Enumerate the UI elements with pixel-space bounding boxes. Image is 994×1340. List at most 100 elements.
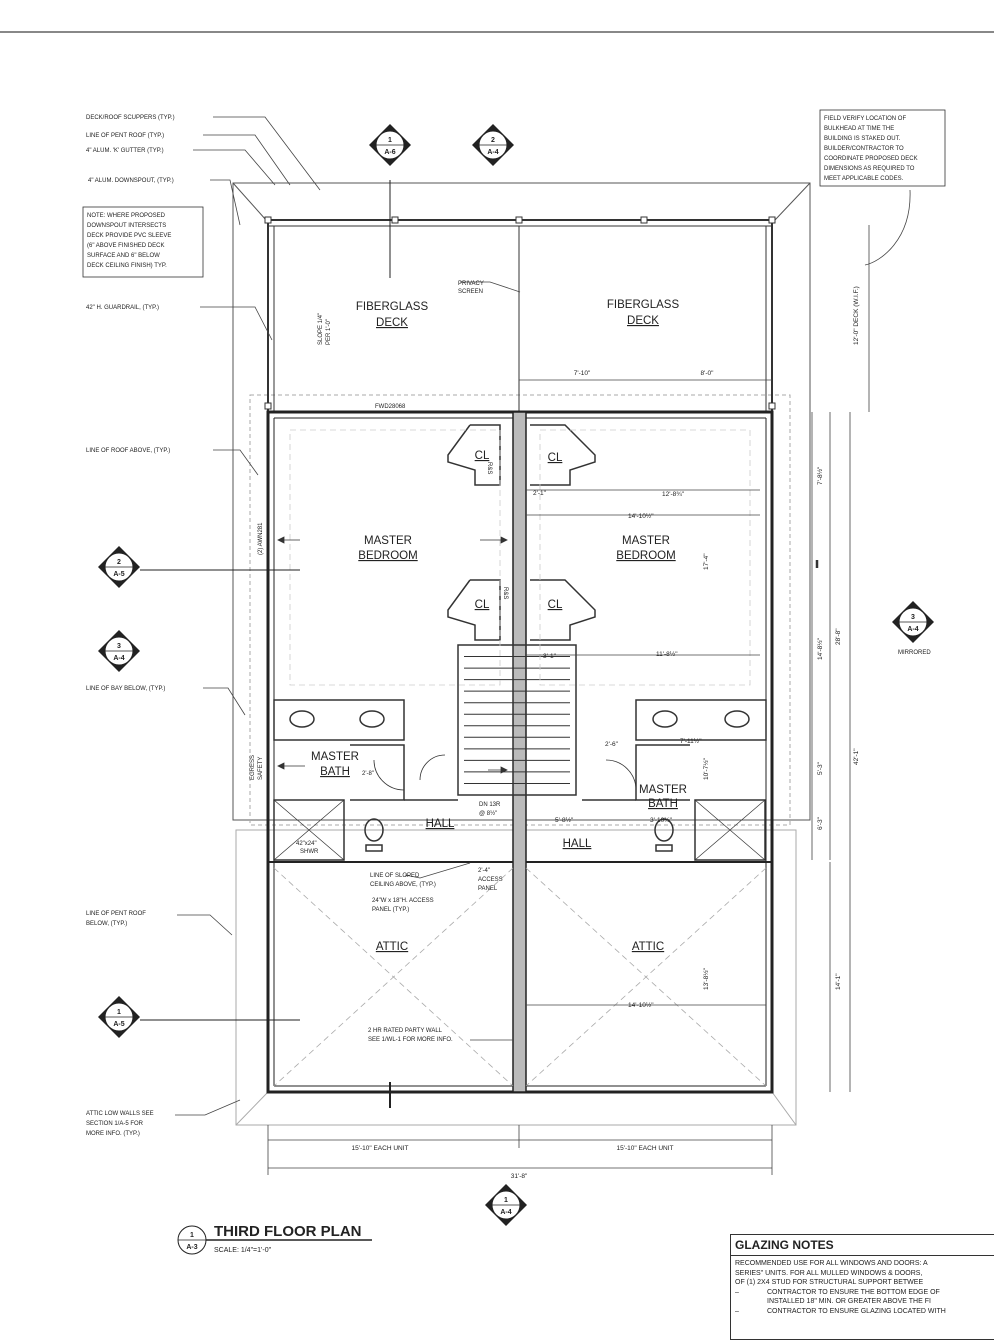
glazing-notes-box: GLAZING NOTES RECOMMENDED USE FOR ALL WI…	[730, 1234, 994, 1340]
glazing-bullet: – CONTRACTOR TO ENSURE THE BOTTOM EDGE O…	[735, 1288, 991, 1307]
note-pent-roof: LINE OF PENT ROOF (TYP.)	[86, 133, 164, 139]
dim-d1: 12'-8¾"	[662, 491, 685, 498]
glazing-line: RECOMMENDED USE FOR ALL WINDOWS AND DOOR…	[735, 1260, 928, 1267]
note-rs-1: R&S	[486, 462, 492, 474]
svg-text:(6" ABOVE FINISHED DECK: (6" ABOVE FINISHED DECK	[87, 243, 164, 249]
bed-right-line2: BEDROOM	[616, 550, 675, 562]
bed-left-line1: MASTER	[364, 535, 412, 547]
section-bubble-left3: 3A-4	[98, 630, 140, 672]
note-scuppers: DECK/ROOF SCUPPERS (TYP.)	[86, 115, 175, 121]
note-access-1: 24"W x 18"H. ACCESS	[372, 898, 434, 904]
dim-v4: 10'-7½"	[702, 757, 710, 780]
note-access2-1: 2'-4"	[478, 868, 490, 874]
dim-deck-a: 7'-10"	[574, 370, 591, 377]
note-access-2: PANEL (TYP.)	[372, 907, 409, 913]
dim-d3: 11'-8½"	[656, 650, 678, 658]
dim-v5: 5'-3"	[817, 761, 824, 775]
bubble-number: 1	[504, 1197, 508, 1204]
drawing-title: 1 A-3 THIRD FLOOR PLAN SCALE: 1/4"=1'-0"	[177, 1223, 372, 1255]
glazing-notes-body: RECOMMENDED USE FOR ALL WINDOWS AND DOOR…	[731, 1256, 994, 1319]
dim-v-deck: 12'-0" DECK (W.I.F.)	[853, 286, 860, 345]
dim-v-attic: 14'-1"	[835, 973, 842, 990]
svg-text:BUILDER/CONTRACTOR TO: BUILDER/CONTRACTOR TO	[824, 146, 904, 152]
deck-left-line1: FIBERGLASS	[356, 301, 429, 313]
bath-right-line2: BATH	[648, 798, 678, 810]
glazing-bullet: – CONTRACTOR TO ENSURE GLAZING LOCATED W…	[735, 1307, 991, 1317]
dim-d2: 14'-10½"	[628, 512, 654, 520]
note-stair-2: @ 8½"	[479, 810, 497, 817]
note-egress-2: SAFETY	[258, 757, 264, 780]
glazing-line: OF (1) 2X4 STUD FOR STRUCTURAL SUPPORT B…	[735, 1279, 924, 1286]
note-mirrored: MIRRORED	[898, 650, 931, 656]
bubble-number: 1	[117, 1009, 121, 1016]
dim-v6: 6'-3"	[817, 816, 824, 830]
hall-left: HALL	[426, 818, 455, 830]
svg-text:COORDINATE PROPOSED DECK: COORDINATE PROPOSED DECK	[824, 156, 918, 162]
party-wall	[512, 411, 527, 1093]
section-bubble-left2: 2A-5	[98, 546, 140, 588]
note-gutter: 4" ALUM. 'K' GUTTER (TYP.)	[86, 148, 164, 154]
bathrooms	[273, 699, 767, 861]
note-bay-below: LINE OF BAY BELOW, (TYP.)	[86, 686, 165, 692]
svg-text:BULKHEAD AT TIME THE: BULKHEAD AT TIME THE	[824, 126, 894, 132]
note-door-28: 2'-8"	[362, 771, 374, 777]
bubble-ref: A-5	[113, 571, 124, 578]
note-attic-1: ATTIC LOW WALLS SEE	[86, 1111, 154, 1117]
note-pent-below-2: BELOW, (TYP.)	[86, 921, 127, 927]
note-guardrail: 42" H. GUARDRAIL, (TYP.)	[86, 305, 159, 311]
note-access2-3: PANEL	[478, 886, 498, 892]
bath-left-line1: MASTER	[311, 751, 359, 763]
section-bubble-top1: 1A-6	[369, 124, 411, 166]
dim-d9: 3'-10½"	[650, 816, 673, 824]
bubble-ref: A-4	[113, 655, 124, 662]
attic-left: ATTIC	[376, 941, 408, 953]
dim-d7: 3'-1"	[543, 653, 557, 660]
svg-text:NOTE: WHERE PROPOSED: NOTE: WHERE PROPOSED	[87, 213, 166, 219]
bubble-ref: A-4	[500, 1209, 511, 1216]
dim-v1: 7'-8½"	[816, 466, 824, 485]
note-awn: (2) AWN281	[258, 522, 264, 555]
attic-lines	[273, 429, 767, 1087]
bubble-number: 2	[117, 559, 121, 566]
closet-3: CL	[475, 599, 490, 611]
note-field-verify: FIELD VERIFY LOCATION OF BULKHEAD AT TIM…	[824, 116, 918, 182]
glazing-dash: –	[735, 1307, 739, 1315]
bath-left-line2: BATH	[320, 766, 350, 778]
glazing-line: SERIES" UNITS. FOR ALL MULLED WINDOWS & …	[735, 1269, 923, 1277]
scale-text: SCALE: 1/4"=1'-0"	[214, 1247, 272, 1254]
svg-text:BUILDING IS STAKED OUT.: BUILDING IS STAKED OUT.	[824, 136, 901, 142]
dim-v-house: 28'-8"	[835, 628, 842, 645]
bed-left-line2: BEDROOM	[358, 550, 417, 562]
dim-deck-b: 8'-0"	[701, 370, 715, 377]
note-attic-2: SECTION 1/A-5 FOR	[86, 1121, 144, 1127]
glazing-bullet-line: CONTRACTOR TO ENSURE GLAZING LOCATED WIT…	[767, 1307, 946, 1315]
bubble-number: 2	[491, 137, 495, 144]
glazing-bullet-line: INSTALLED 18" MIN. OR GREATER ABOVE THE …	[767, 1298, 931, 1305]
note-roof-above: LINE OF ROOF ABOVE, (TYP.)	[86, 448, 170, 454]
note-stair-1: DN 13R	[479, 802, 501, 808]
note-sloped-1: LINE OF SLOPED	[370, 873, 420, 879]
deck-right-line1: FIBERGLASS	[607, 299, 680, 311]
note-attic-3: MORE INFO. (TYP.)	[86, 1131, 140, 1137]
section-lines	[140, 180, 391, 1108]
note-slope-1: SLOPE 1/4"	[318, 313, 324, 345]
bubble-number: 1	[388, 137, 392, 144]
closet-4: CL	[548, 599, 563, 611]
hall-right: HALL	[563, 838, 592, 850]
note-party-1: 2 HR RATED PARTY WALL	[368, 1028, 443, 1034]
note-shwr-2: SHWR	[300, 849, 319, 855]
bubble-ref: A-6	[384, 149, 395, 156]
dim-v-total: 42'-1"	[853, 748, 860, 765]
deck-right-line2: DECK	[627, 315, 659, 327]
note-privacy-2: SCREEN	[458, 289, 483, 295]
note-egress-1: EGRESS	[250, 755, 256, 780]
bubble-ref: A-4	[907, 626, 918, 633]
note-privacy-1: PRIVACY	[458, 281, 484, 287]
note-fwd: FWD28068	[375, 404, 406, 410]
section-bubble-right3: 3A-4	[892, 601, 934, 643]
closet-2: CL	[548, 452, 563, 464]
svg-text:DECK PROVIDE PVC SLEEVE: DECK PROVIDE PVC SLEEVE	[87, 233, 171, 239]
dim-v7: 13'-8½"	[702, 967, 710, 990]
svg-text:1: 1	[190, 1232, 194, 1239]
dim-unit-right: 15'-10" EACH UNIT	[616, 1145, 673, 1152]
